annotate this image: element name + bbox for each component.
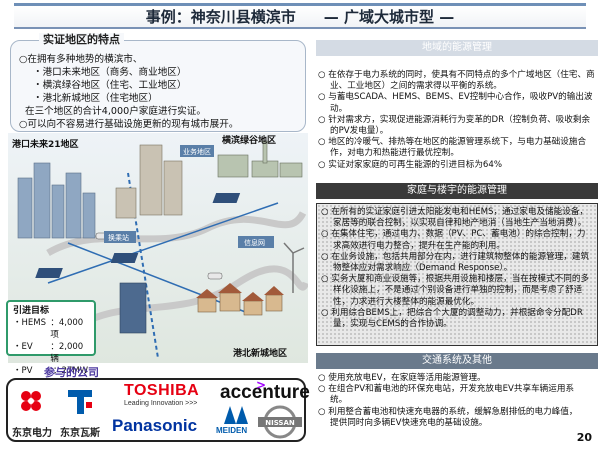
area-label-kohoku: 港北新城地区 [233, 347, 287, 359]
goal-row: ・HEMS ：4,000项 [13, 317, 89, 341]
section-heading: 家庭与楼宇的能源管理 [316, 183, 598, 199]
companies-title: 参与的公司 [44, 366, 99, 379]
bullet-item: 使用充放电EV，在家庭等活用能源管理。 [318, 373, 580, 384]
goal-value: ：4,000项 [50, 318, 84, 340]
label-business: 业务地区 [183, 147, 211, 156]
goal-value: ：27MW [53, 366, 89, 376]
tokyo-gas-name: 东京瓦斯 [60, 428, 100, 439]
page-title: 事例：神奈川县横滨市 — 广域大城市型 — [14, 3, 586, 29]
station-tag: 换乘站 [104, 231, 136, 243]
feature-item: 在三个地区的合计4,000户家庭进行实证。 [25, 106, 206, 117]
section-heading: 交通系统及其他 [316, 353, 598, 369]
area-label-minato-mirai: 港口未来21地区 [12, 138, 79, 150]
nissan-logo-icon: NISSAN [258, 405, 302, 439]
bullet-item: 与蓄电SCADA、HEMS、BEMS、EV控制中心合作，吸收PV的输出波动。 [318, 92, 596, 114]
bullet-item: 在集体住宅，通过电力、数据（PV、PC、蓄电池）的综合控制，力求高效进行电力整合… [321, 229, 594, 251]
bullet-item: 在依存于电力系统的同时，使具有不同特点的多个广域地区（住宅、商业、工业地区）之间… [318, 70, 596, 92]
feature-item: ・横滨绿谷地区（住宅、工业地区） [33, 80, 187, 91]
bullet-item: 针对需求方，实现促进能源消耗行为变革的DR（控制负荷、吸收剩余的PV发电量）。 [318, 115, 596, 137]
feature-item: ・港口未来地区（商务、商业地区） [33, 67, 187, 78]
bullet-item: 在组合PV和蓄电池的环保充电站，开发充放电EV共享车辆运用系统。 [318, 384, 580, 406]
feature-heading: 实证地区的特点 [39, 33, 124, 46]
bullet-item: 实务大厦和商业设施等，根据共用设施和楼层，当在按模式不同的多样化设施上，不是通过… [321, 274, 594, 308]
accenture-mark-icon: > [256, 378, 267, 392]
area-label-green-valley: 横滨绿谷地区 [222, 134, 276, 146]
feature-item: ○可以向不容易进行基础设施更新的现有城市展开。 [19, 119, 239, 130]
tepco-logo-icon [21, 391, 41, 411]
bullet-item: 利用综合BEMS上，把综合个大厦的调整动力，并根据命令分配DR量，实现与CEMS… [321, 308, 594, 330]
goal-label: ・HEMS [13, 318, 46, 328]
section-heading: 地域的能源管理 [316, 40, 598, 56]
bullet-item: 地区的冷暖气、排热等在地区的能源管理系统下，与电力基础设施合作，对电力和热能进行… [318, 137, 596, 159]
label-station: 换乘站 [108, 233, 129, 242]
goal-label: ・PV [13, 366, 33, 376]
bullet-item: 利用整合蓄电池和快速充电器的系统，缓解急剧排低的电力峰值，提供同时向多辆EV快速… [318, 407, 580, 429]
title-left: 事例：神奈川县横滨市 [145, 8, 296, 26]
feature-item: ・港北新城地区（住宅地区） [33, 93, 158, 104]
info-network-tag: 信息网 [238, 236, 274, 248]
label-info-network: 信息网 [244, 238, 265, 247]
toshiba-tagline: Leading Innovation >>> [124, 400, 198, 407]
goal-box: 引进目标 ・HEMS ：4,000项 ・EV ：2,000辆 ・PV ：27MW [6, 300, 96, 376]
nissan-name: NISSAN [265, 419, 295, 427]
goal-row: ・PV ：27MW [13, 365, 89, 377]
goal-label: ・EV [13, 342, 33, 352]
meiden-name: MEIDEN [216, 426, 248, 435]
goal-row: ・EV ：2,000辆 [13, 341, 89, 365]
section-bullets: 在所有的实证家庭引进太阳能发电和HEMS，通过家电及储能设备，家居等的联合控制，… [316, 203, 598, 346]
tepco-name: 东京电力 [12, 428, 52, 439]
meiden-logo-icon [224, 406, 248, 424]
feature-item: ○在拥有多种地势的横滨市、 [19, 54, 143, 65]
page-number: 20 [576, 431, 592, 444]
title-right: — 广域大城市型 — [323, 8, 455, 26]
accenture-logo: accenture [220, 382, 310, 403]
company-logos: 东京电力 东京瓦斯 TOSHIBA Leading Innovation >>>… [6, 378, 310, 442]
bullet-item: 实证对家家庭的可再生能源的引进目标为64% [318, 160, 596, 171]
goal-title: 引进目标 [13, 306, 50, 316]
bullet-item: 在所有的实证家庭引进太阳能发电和HEMS，通过家电及储能设备，家居等的联合控制，… [321, 207, 594, 229]
bullet-item: 在业务设施，包括共用部分在内，进行建筑物整体的能源管理，建筑物整体应对需求响应（… [321, 252, 594, 274]
section-bullets: 在依存于电力系统的同时，使具有不同特点的多个广域地区（住宅、商业、工业地区）之间… [318, 70, 596, 171]
feature-box: 实证地区的特点 ○在拥有多种地势的横滨市、 ・港口未来地区（商务、商业地区） ・… [10, 33, 306, 132]
panasonic-logo: Panasonic [112, 416, 198, 435]
tokyo-gas-logo-icon [68, 390, 92, 414]
toshiba-logo: TOSHIBA [124, 382, 200, 399]
section-bullets: 使用充放电EV，在家庭等活用能源管理。 在组合PV和蓄电池的环保充电站，开发充放… [318, 373, 580, 429]
business-tag: 业务地区 [180, 145, 214, 157]
goal-value: ：2,000辆 [50, 342, 84, 364]
